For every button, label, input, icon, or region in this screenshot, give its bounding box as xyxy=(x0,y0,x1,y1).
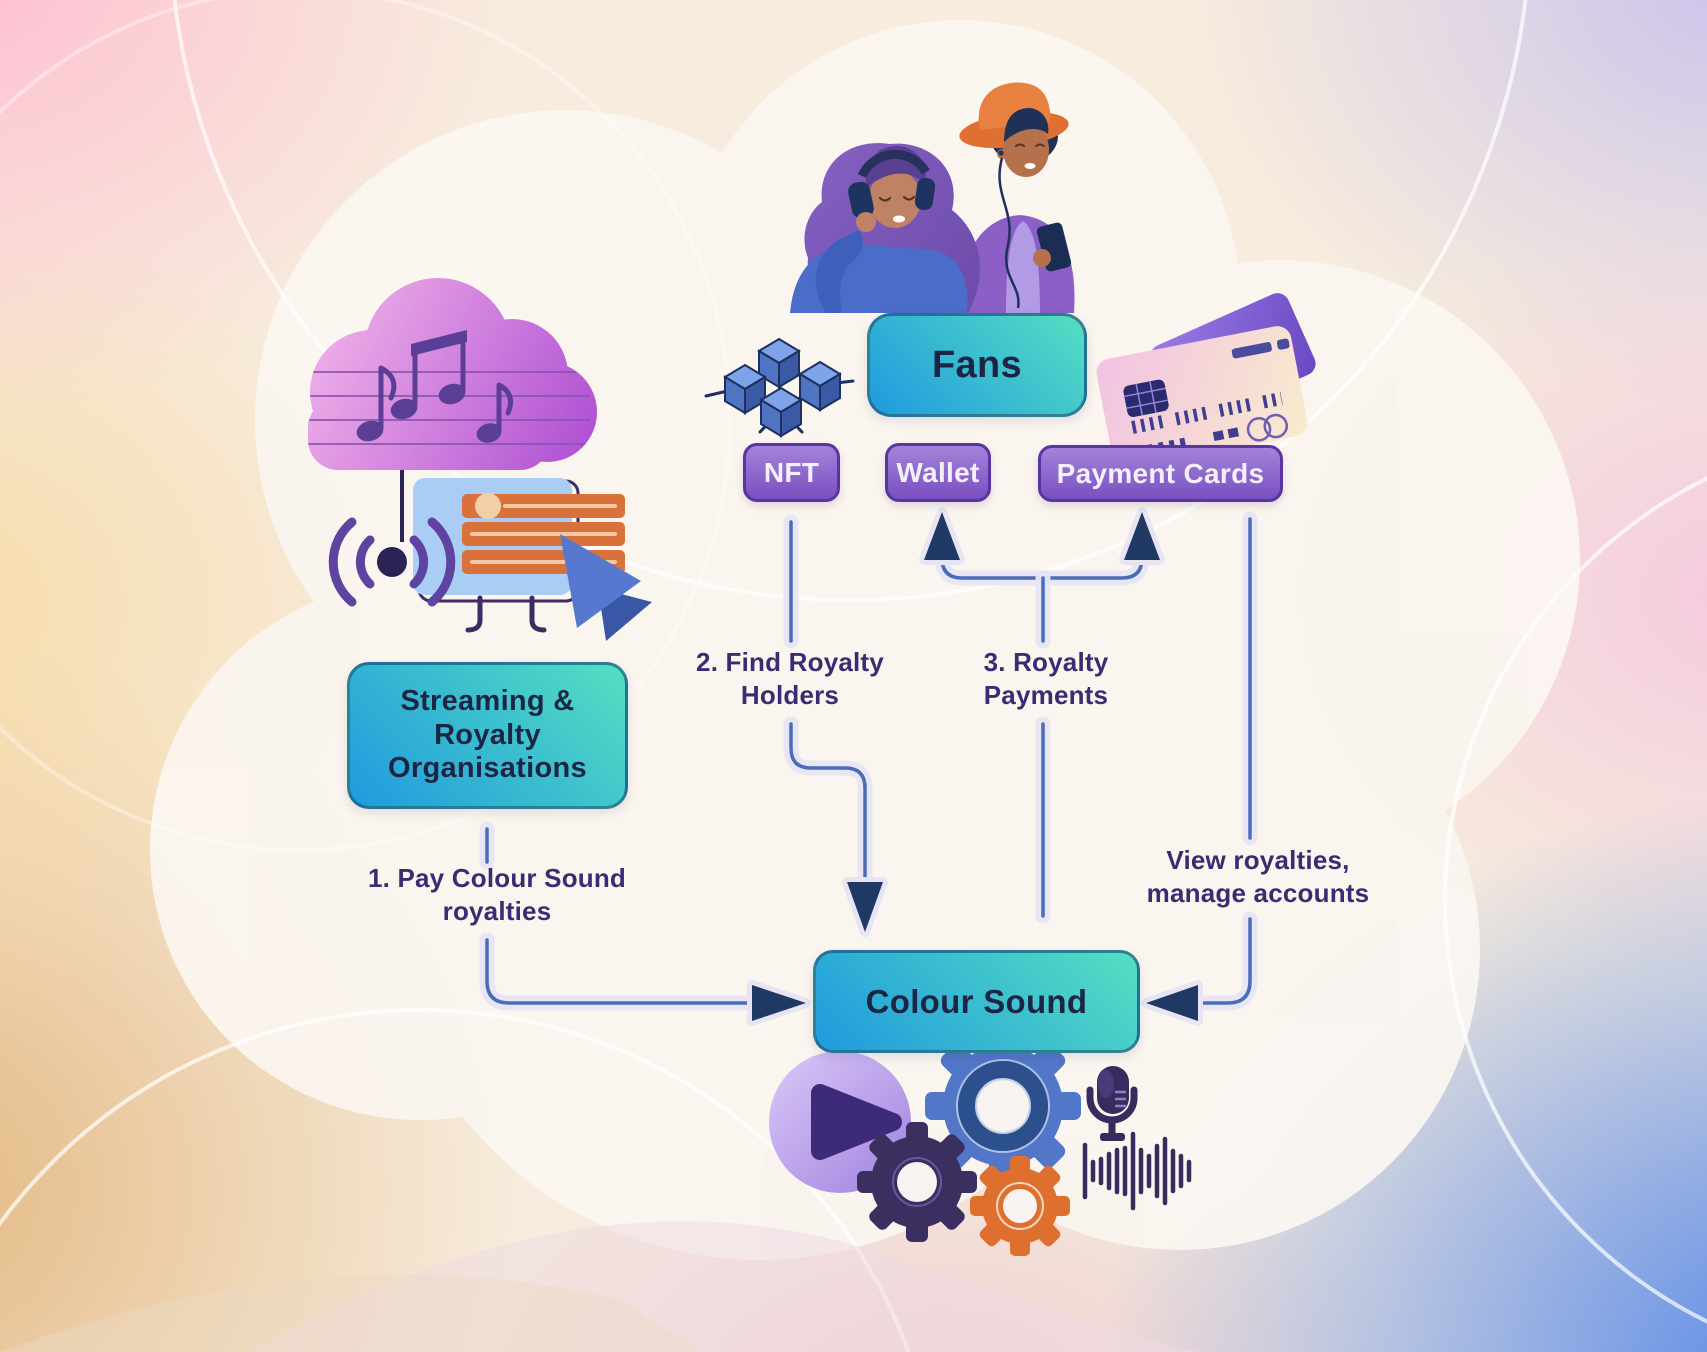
gear-purple-icon xyxy=(857,1122,977,1242)
earphone-wire xyxy=(998,157,1020,309)
node-colour-sound: Colour Sound xyxy=(813,950,1140,1053)
music-notes-icon xyxy=(356,330,513,443)
node-wallet: Wallet xyxy=(885,443,991,502)
cursor-icon xyxy=(560,534,652,641)
background-waves xyxy=(0,1221,1200,1352)
node-nft: NFT xyxy=(743,443,840,502)
earbud-icon xyxy=(998,150,1004,156)
annotation-view-manage: View royalties, manage accounts xyxy=(1146,845,1370,908)
arrow-nft-to-coloursound xyxy=(783,514,888,937)
headphones-icon xyxy=(857,149,930,179)
fans-illustration xyxy=(790,82,1075,313)
node-streaming-organisations: Streaming & Royalty Organisations xyxy=(347,662,628,809)
arrow-streaming-to-coloursound xyxy=(479,821,811,1026)
man-face xyxy=(1003,123,1049,177)
node-payment-cards: Payment Cards xyxy=(1038,445,1283,502)
gear-orange-icon xyxy=(970,1156,1070,1256)
arrow-cards-to-coloursound xyxy=(1141,511,1258,1026)
broadcast-icon xyxy=(328,517,456,607)
waveform-icon xyxy=(1082,1131,1192,1211)
node-fans: Fans xyxy=(867,313,1087,417)
annotation-step1: 1. Pay Colour Sound royalties xyxy=(367,863,627,926)
media-player-icon xyxy=(328,470,652,641)
annotation-step3: 3. Royalty Payments xyxy=(983,647,1109,710)
annotation-step2: 2. Find Royalty Holders xyxy=(696,647,884,710)
music-cloud-icon xyxy=(308,278,597,470)
blockchain-cubes-icon xyxy=(704,338,855,437)
payment-cards-icon xyxy=(1096,293,1316,470)
slider-bars-icon xyxy=(462,493,625,574)
arrow-coloursound-to-wallet-and-cards xyxy=(919,507,1165,924)
play-button-icon xyxy=(769,1051,911,1193)
woman-face xyxy=(869,170,921,228)
card-chip-icon xyxy=(1123,379,1169,417)
microphone-icon xyxy=(1086,1066,1138,1141)
